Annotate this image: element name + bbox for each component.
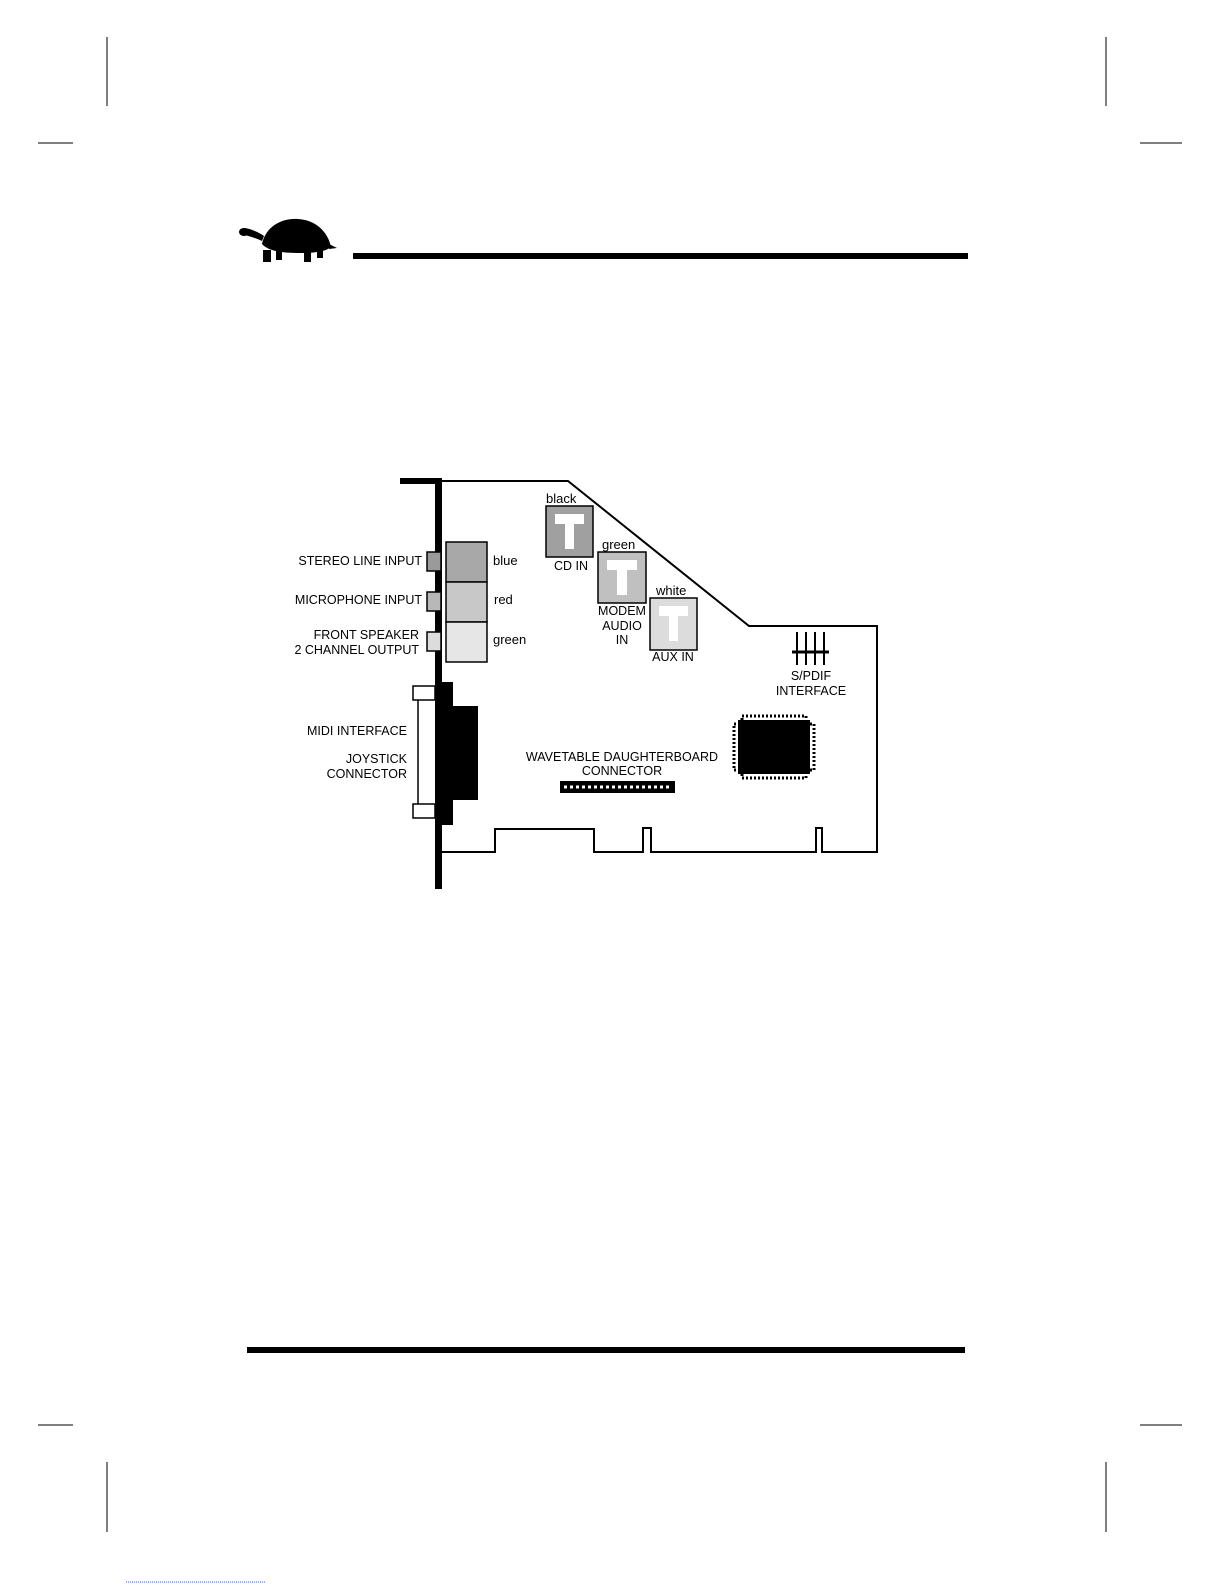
modem-audio-in-connector — [598, 552, 646, 603]
front-speaker-label: FRONT SPEAKER — [314, 628, 419, 642]
stereo-line-input-jack — [446, 542, 487, 582]
modem-color: green — [602, 537, 635, 552]
stereo-line-input-jack-tip — [427, 552, 441, 571]
audio-chip — [734, 716, 814, 778]
wavetable-connector — [560, 781, 675, 793]
microphone-input-label: MICROPHONE INPUT — [295, 593, 422, 607]
header-rule — [353, 253, 968, 259]
wavetable-label-line2: CONNECTOR — [582, 764, 662, 778]
audio-jacks — [427, 542, 487, 662]
modem-label-line3: IN — [616, 633, 629, 647]
aux-in-label: AUX IN — [652, 650, 694, 664]
microphone-input-jack — [446, 582, 487, 622]
footer-rule — [247, 1347, 965, 1353]
sound-card-diagram: STEREO LINE INPUT MICROPHONE INPUT FRONT… — [294, 478, 877, 889]
joystick-connector-label: CONNECTOR — [327, 767, 407, 781]
spdif-label-line2: INTERFACE — [776, 684, 846, 698]
spdif-label-line1: S/PDIF — [791, 669, 832, 683]
pcb-outline — [441, 481, 877, 852]
cd-in-label: CD IN — [554, 559, 588, 573]
spdif-header — [792, 632, 829, 665]
two-channel-output-label: 2 CHANNEL OUTPUT — [294, 643, 419, 657]
wavetable-label-line1: WAVETABLE DAUGHTERBOARD — [526, 750, 718, 764]
aux-in-connector — [650, 598, 697, 650]
midi-joystick-port — [413, 682, 478, 825]
front-speaker-jack — [446, 622, 487, 662]
aux-color: white — [655, 583, 686, 598]
jack-color-red: red — [494, 592, 513, 607]
jack-color-green: green — [493, 632, 526, 647]
modem-label-line2: AUDIO — [602, 619, 642, 633]
midi-interface-label: MIDI INTERFACE — [307, 724, 407, 738]
turtle-icon — [239, 219, 337, 262]
jack-color-blue: blue — [493, 553, 518, 568]
microphone-input-jack-tip — [427, 592, 441, 611]
joystick-label: JOYSTICK — [346, 752, 408, 766]
cd-in-color: black — [546, 491, 577, 506]
mounting-bracket — [400, 478, 442, 889]
stereo-line-input-label: STEREO LINE INPUT — [298, 554, 422, 568]
modem-label-line1: MODEM — [598, 604, 646, 618]
cd-in-connector — [546, 506, 593, 557]
front-speaker-jack-tip — [427, 632, 441, 651]
